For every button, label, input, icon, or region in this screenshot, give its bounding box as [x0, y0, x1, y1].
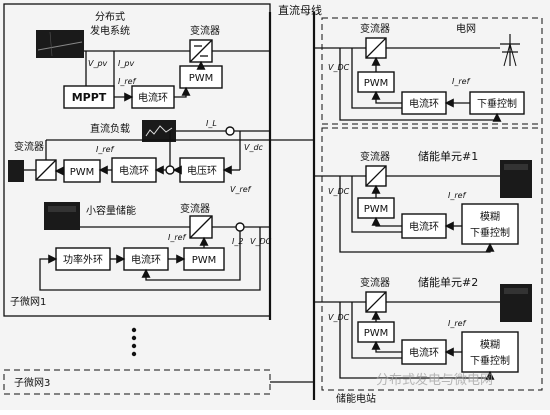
su1-fuzzy-label-1: 模糊: [480, 210, 500, 223]
power-loop-label: 功率外环: [63, 253, 103, 266]
watermark-text: 分布式发电与微电网: [376, 372, 493, 388]
i-pv-symbol: I_pv: [118, 59, 134, 68]
grid-region-frame: [321, 17, 543, 125]
storage-station-label: 储能电站: [336, 392, 376, 405]
vl-converter-label: 变流器: [14, 140, 44, 153]
su2-current-sense-line: [351, 302, 402, 359]
current-to-pwm-arrow: [174, 86, 191, 98]
i-l-symbol: I_L: [206, 119, 217, 128]
su2-fuzzy-label-2: 下垂控制: [470, 354, 510, 367]
grid-droop-label: 下垂控制: [477, 97, 517, 110]
grid-iref-symbol: I_ref: [452, 77, 471, 86]
dc-load-icon: [142, 120, 176, 142]
grid-vdc-feedback-line: [339, 48, 502, 122]
su1-current-loop-label: 电流环: [409, 220, 439, 233]
ss-converter-block: [189, 215, 213, 239]
mppt-label: MPPT: [72, 91, 107, 104]
pv-converter-block: [189, 39, 213, 63]
distributed-gen-label-2: 发电系统: [90, 24, 130, 37]
su2-vdc-feedback-line: [339, 302, 495, 380]
su1-current-to-pwm-arrow: [371, 216, 402, 227]
pv-panel-icon: [36, 30, 84, 58]
su1-converter-label: 变流器: [360, 150, 390, 163]
ss-current-loop-label: 电流环: [131, 253, 161, 266]
ellipsis-dots: [131, 327, 137, 357]
ss-iref-symbol: I_ref: [168, 233, 187, 242]
su1-vdc-feedback-line: [339, 176, 495, 253]
su2-battery-icon: [500, 284, 532, 322]
i2-sensor: [235, 222, 245, 232]
i2-feedback-line: [141, 231, 241, 281]
grid-current-loop-label: 电流环: [409, 97, 439, 110]
su1-iref-symbol: I_ref: [448, 191, 467, 200]
grid-current-to-pwm-arrow: [371, 90, 402, 104]
storage-unit-2-label: 储能单元#2: [418, 275, 478, 289]
pv-iref-symbol: I_ref: [118, 77, 137, 86]
vl-iref-symbol: I_ref: [96, 145, 115, 154]
vl-current-loop-label: 电流环: [119, 164, 149, 177]
pv-current-loop-label: 电流环: [138, 91, 168, 104]
small-storage-icon: [44, 202, 80, 230]
storage-unit-1-label: 储能单元#1: [418, 149, 478, 163]
su2-fuzzy-label-1: 模糊: [480, 338, 500, 351]
v-dc-lower-symbol: V_dc: [244, 143, 264, 152]
su1-pwm-label: PWM: [364, 204, 389, 215]
dc-bus-label: 直流母线: [278, 3, 322, 17]
storage-station-frame: [321, 127, 543, 391]
grid-current-sense-line: [351, 48, 402, 109]
su2-current-to-pwm-arrow: [371, 340, 402, 353]
grid-converter-label: 变流器: [360, 22, 390, 35]
vl-pwm-label: PWM: [70, 167, 95, 178]
small-storage-label: 小容量储能: [86, 204, 136, 217]
i-l-sensor: [225, 126, 235, 136]
i-2-symbol: I_2: [232, 237, 243, 246]
grid-tower-icon: [500, 34, 520, 67]
grid-pwm-label: PWM: [364, 78, 389, 89]
ss-pwm-label: PWM: [192, 255, 217, 266]
v-ref-symbol: V_ref: [230, 185, 252, 194]
voltage-loop-label: 电压环: [187, 164, 217, 177]
microgrid-3-frame: [3, 369, 271, 395]
pv-converter-label: 变流器: [190, 24, 220, 37]
su2-converter-block: [365, 291, 387, 313]
su2-v-dc-symbol: V_DC: [328, 313, 350, 322]
grid-v-dc-symbol: V_DC: [328, 63, 350, 72]
vdc-feedback-line: [39, 227, 261, 291]
microgrid-3-label: 子微网3: [14, 376, 50, 389]
su2-iref-symbol: I_ref: [448, 319, 467, 328]
pv-pwm-label: PWM: [189, 73, 214, 84]
su1-fuzzy-label-2: 下垂控制: [470, 226, 510, 239]
ss-v-dc-symbol: V_DC: [250, 237, 272, 246]
vl-sum-junction: [165, 165, 175, 175]
grid-label: 电网: [456, 22, 476, 35]
vl-source-icon: [8, 160, 24, 182]
su2-pwm-label: PWM: [364, 328, 389, 339]
vl-converter-block: [35, 159, 57, 181]
su1-current-sense-line: [351, 176, 402, 233]
su2-current-loop-label: 电流环: [409, 346, 439, 359]
v-pv-symbol: V_pv: [88, 59, 108, 68]
distributed-gen-label-1: 分布式: [95, 10, 125, 23]
voltage-loop-block: [179, 157, 225, 183]
su2-converter-label: 变流器: [360, 276, 390, 289]
grid-converter-block: [365, 37, 387, 59]
su1-converter-block: [365, 165, 387, 187]
dc-load-label: 直流负载: [90, 122, 130, 135]
microgrid-1-label: 子微网1: [10, 295, 46, 308]
ss-converter-label: 变流器: [180, 202, 210, 215]
su1-battery-icon: [500, 160, 532, 198]
su1-v-dc-symbol: V_DC: [328, 187, 350, 196]
